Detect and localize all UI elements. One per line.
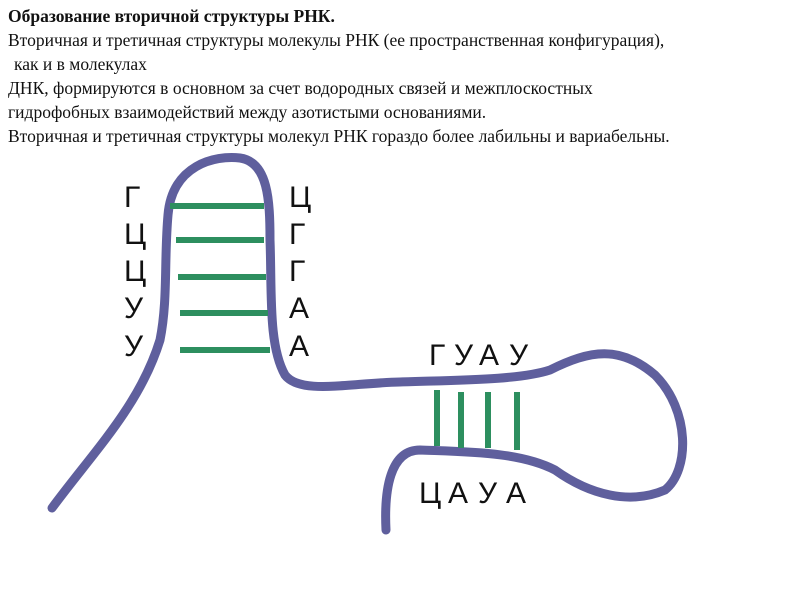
text-block: Образование вторичной структуры РНК. Вто… <box>8 4 792 148</box>
nucleotide-loop-top-2: У <box>454 339 474 372</box>
nucleotide-right-3: Г <box>289 255 305 288</box>
nucleotide-left-3: Ц <box>124 255 146 288</box>
nucleotide-right-4: А <box>289 292 309 325</box>
nucleotide-right-2: Г <box>289 218 305 251</box>
nucleotide-loop-bottom-1: Ц <box>419 477 441 510</box>
nucleotide-loop-bottom-2: А <box>448 477 468 510</box>
paragraph-line-4: гидрофобных взаимодействий между азотист… <box>8 102 487 122</box>
nucleotide-loop-top-4: У <box>509 339 529 372</box>
slide-title: Образование вторичной структуры РНК. <box>8 6 335 26</box>
paragraph-line-5: Вторичная и третичная структуры молекул … <box>8 126 670 146</box>
rna-strand <box>47 153 688 535</box>
nucleotide-left-4: У <box>124 292 144 325</box>
nucleotide-loop-top-1: Г <box>429 339 445 372</box>
nucleotide-loop-bottom-3: У <box>478 477 498 510</box>
nucleotide-loop-bottom-4: А <box>506 477 526 510</box>
nucleotide-left-1: Г <box>124 181 140 214</box>
paragraph-line-3: ДНК, формируются в основном за счет водо… <box>8 78 593 98</box>
nucleotide-right-1: Ц <box>289 181 311 214</box>
nucleotide-left-2: Ц <box>124 218 146 251</box>
paragraph-line-2: как и в молекулах <box>14 54 147 74</box>
nucleotide-left-5: У <box>124 330 144 363</box>
paragraph-line-1: Вторичная и третичная структуры молекулы… <box>8 30 665 50</box>
nucleotide-right-5: А <box>289 330 309 363</box>
nucleotide-loop-top-3: А <box>479 339 499 372</box>
